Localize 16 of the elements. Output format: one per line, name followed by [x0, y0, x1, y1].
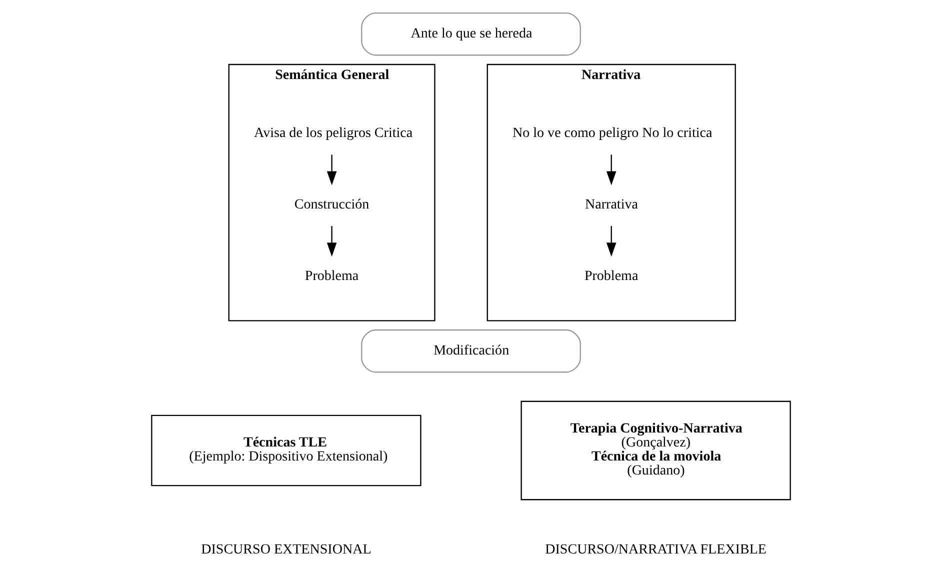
node-text: Problema: [304, 268, 359, 284]
node-box: Modificación: [361, 329, 581, 373]
arrow: [606, 226, 616, 257]
arrow: [606, 154, 616, 186]
node-text: Problema: [584, 268, 638, 284]
node-box: Terapia Cognitivo-Narrativa (Gonçalvez) Técnica de la moviola (Guidano): [520, 400, 791, 500]
label: DISCURSO EXTENSIONAL: [201, 542, 372, 558]
node-text: No lo ve como peligro No lo critica: [512, 125, 712, 142]
node-box: Ante lo que se hereda: [361, 12, 581, 56]
node-text: Avisa de los peligros Critica: [254, 125, 413, 142]
node-box: Técnicas TLE (Ejemplo: Dispositivo Extensional): [151, 414, 422, 486]
arrow: [326, 154, 337, 186]
arrow: [326, 226, 337, 257]
node-text: Narrativa: [585, 196, 638, 212]
label: DISCURSO/NARRATIVA FLEXIBLE: [545, 542, 766, 558]
node-text: Construcción: [294, 196, 370, 212]
